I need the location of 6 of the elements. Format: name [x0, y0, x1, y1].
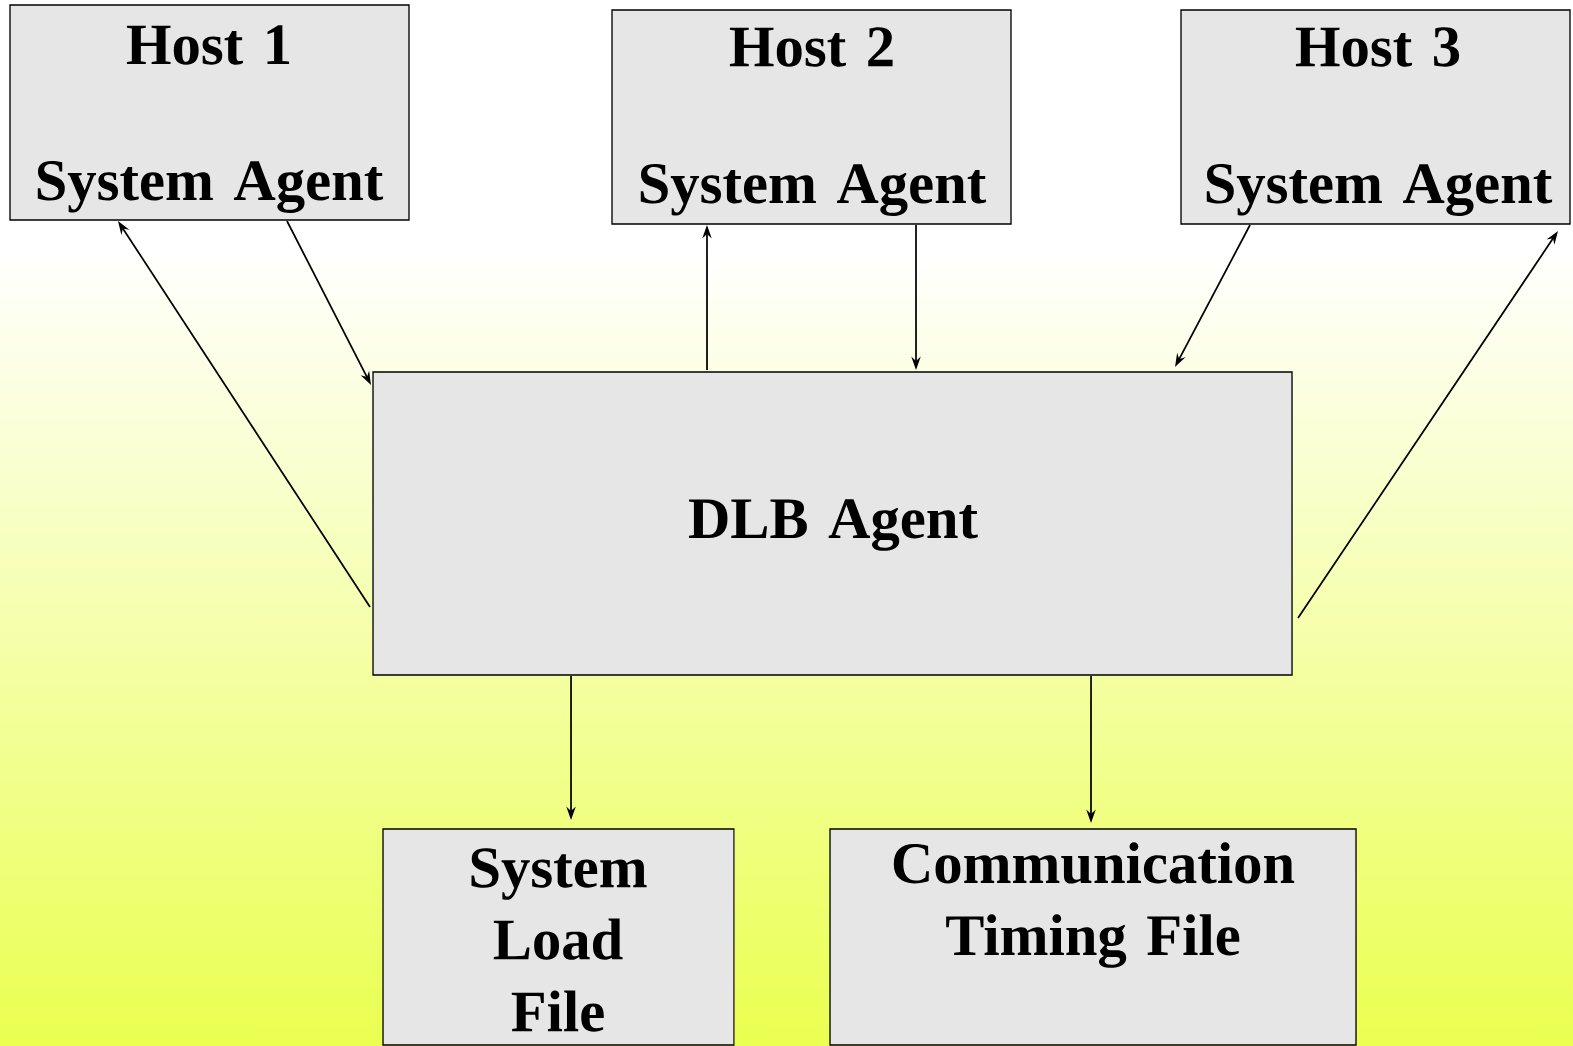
- process-box: Host 3 System Agent: [1180, 9, 1571, 225]
- process-box: Host 2 System Agent: [611, 9, 1012, 225]
- process-box: System Load File: [382, 828, 735, 1046]
- process-box: Communication Timing File: [829, 828, 1357, 1046]
- process-box: Host 1 System Agent: [9, 4, 410, 221]
- process-box: DLB Agent: [372, 371, 1293, 676]
